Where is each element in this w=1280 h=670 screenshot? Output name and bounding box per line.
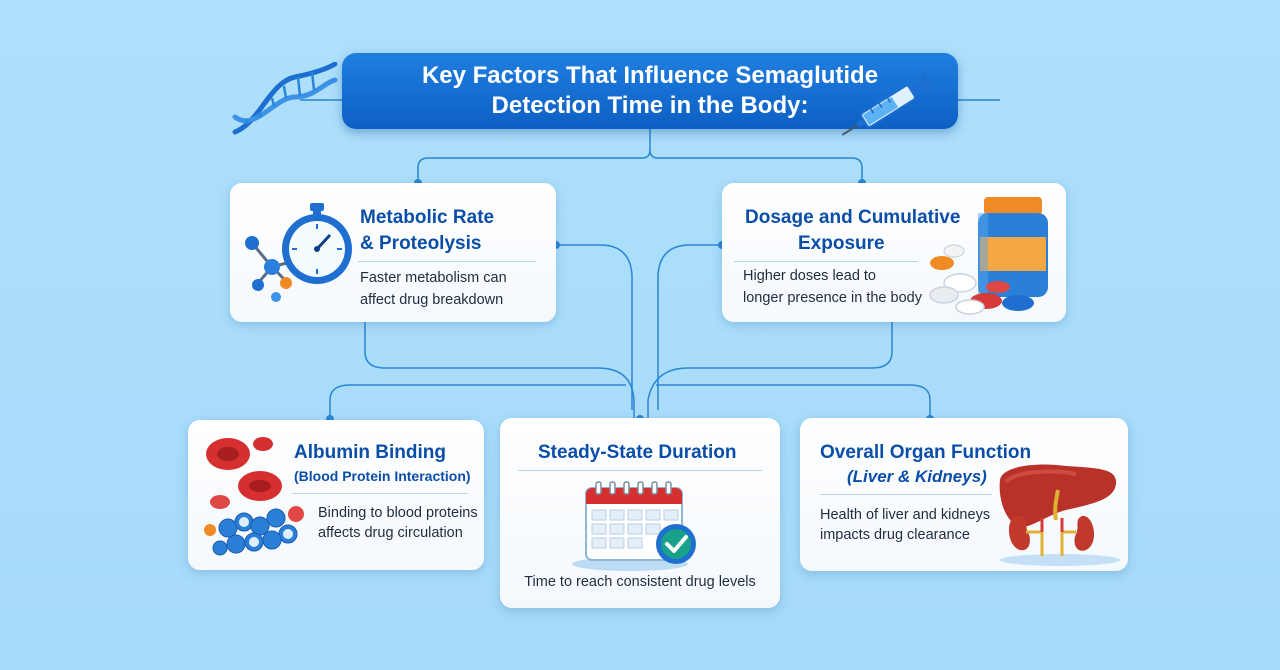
steady-desc: Time to reach consistent drug levels <box>524 574 756 590</box>
card-albumin-binding: Albumin Binding (Blood Protein Interacti… <box>188 420 484 570</box>
dna-icon <box>232 62 338 135</box>
albumin-desc-line1: Binding to blood proteins <box>318 505 478 521</box>
albumin-desc-line2: affects drug circulation <box>318 525 463 541</box>
metabolic-desc-line1: Faster metabolism can <box>360 270 507 286</box>
organ-divider <box>820 494 992 495</box>
steady-title: Steady-State Duration <box>538 442 737 463</box>
calendar-check-icon <box>572 481 696 571</box>
card-metabolic-rate: Metabolic Rate & Proteolysis Faster meta… <box>230 183 556 322</box>
page-title-line2: Detection Time in the Body: <box>491 92 809 119</box>
dosage-title-line1: Dosage and Cumulative <box>745 207 961 228</box>
title-highlight: Semaglutide <box>735 62 879 89</box>
organ-title: Overall Organ Function <box>820 442 1032 463</box>
albumin-subtitle: (Blood Protein Interaction) <box>294 468 471 484</box>
pill-bottle-icon <box>929 197 1048 315</box>
metabolic-divider <box>358 261 536 262</box>
title-prefix: Key Factors That Influence <box>421 62 729 89</box>
metabolic-title-line2: & Proteolysis <box>360 233 482 254</box>
card-dosage-exposure: Dosage and Cumulative Exposure Higher do… <box>722 183 1066 322</box>
organ-desc-line2: impacts drug clearance <box>820 527 970 543</box>
organ-subtitle: (Liver & Kidneys) <box>847 467 987 486</box>
dosage-desc-line2: longer presence in the body <box>743 290 922 306</box>
albumin-divider <box>292 493 468 494</box>
steady-divider <box>518 470 762 471</box>
card-steady-state: Steady-State Duration <box>500 418 780 608</box>
dosage-desc-line1: Higher doses lead to <box>743 268 876 284</box>
dosage-title-line2: Exposure <box>798 233 885 254</box>
blood-cells-icon <box>204 437 304 556</box>
albumin-title: Albumin Binding <box>294 442 446 463</box>
dosage-divider <box>734 261 918 262</box>
syringe-icon <box>841 72 935 136</box>
title-banner: Key Factors That Influence Semaglutide D… <box>342 53 958 129</box>
metabolic-desc-line2: affect drug breakdown <box>360 292 504 308</box>
organ-desc-line1: Health of liver and kidneys <box>820 507 991 523</box>
card-organ-function: Overall Organ Function (Liver & Kidneys)… <box>800 418 1128 571</box>
liver-kidney-icon <box>999 464 1120 566</box>
metabolic-title-line1: Metabolic Rate <box>360 207 495 228</box>
stopwatch-molecule-icon <box>245 203 352 302</box>
page-title-line1: Key Factors That Influence Semaglutide <box>342 61 958 91</box>
